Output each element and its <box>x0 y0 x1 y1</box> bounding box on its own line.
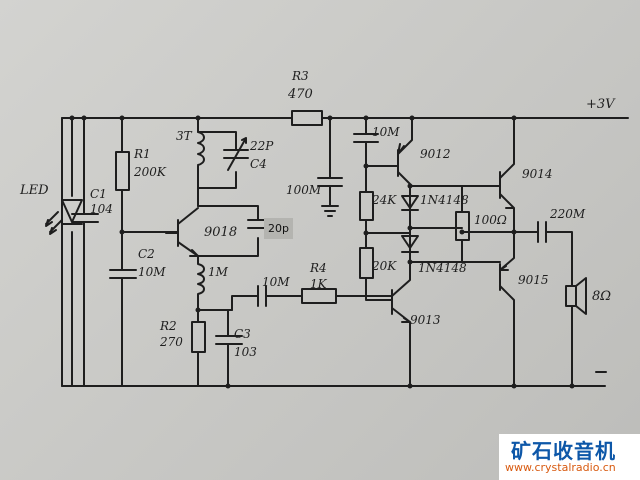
c-100m-label: 100M <box>286 183 322 197</box>
q-9018-transistor <box>165 207 199 257</box>
coupling-wire <box>231 295 393 311</box>
q-9018-label: 9018 <box>204 225 237 240</box>
junction-dots <box>69 115 575 389</box>
speaker-symbol <box>565 277 587 387</box>
watermark-url: www.crystalradio.cn <box>505 461 616 474</box>
c2-value: 10M <box>138 265 166 279</box>
q-9015-transistor <box>499 235 515 387</box>
r3-resistor <box>291 110 323 126</box>
r-20k-label: 20K <box>371 259 397 273</box>
watermark-logo: 矿石收音机 www.crystalradio.cn <box>499 434 640 480</box>
c-220m-capacitor <box>537 221 573 287</box>
c-10m-coupling <box>257 285 267 307</box>
r3-value: 470 <box>287 87 313 102</box>
c4-label: C4 <box>250 157 267 171</box>
q-9012-label: 9012 <box>420 147 451 161</box>
c4-trimmer <box>223 137 249 171</box>
c4-value: 22P <box>249 139 274 153</box>
r1-resistor <box>115 151 130 191</box>
led-symbol <box>45 199 83 235</box>
c-10m-coupling-label: 10M <box>262 275 290 289</box>
r4-label: R4 <box>309 261 327 275</box>
c2-capacitor <box>109 231 137 387</box>
coil-3t-label: 3T <box>176 129 193 143</box>
c-220m-label: 220M <box>549 207 586 221</box>
c1-capacitor <box>71 117 99 387</box>
q-9014-label: 9014 <box>522 167 553 181</box>
q-9015-label: 9015 <box>518 273 549 287</box>
d2-diode <box>401 227 419 271</box>
r2-resistor <box>191 321 206 353</box>
c1-value: 104 <box>90 202 113 216</box>
r2-value: 270 <box>159 335 183 349</box>
led-label: LED <box>19 183 49 198</box>
d1-label: 1N4148 <box>420 193 469 207</box>
q-9014-transistor <box>499 117 515 227</box>
choke-1m-label: 1M <box>208 265 229 279</box>
r-24k-resistor <box>359 191 374 221</box>
r-100-resistor <box>455 211 470 241</box>
q-9012-transistor <box>397 117 461 187</box>
vcc-label: +3V <box>586 97 616 112</box>
c2-label: C2 <box>138 247 155 261</box>
d2-label: 1N4148 <box>418 261 467 275</box>
feedback-cap-wire <box>197 205 269 257</box>
c-10m-top-label: 10M <box>372 125 400 139</box>
watermark-site-name: 矿石收音机 <box>511 439 616 463</box>
ground-label: - <box>596 365 600 380</box>
c1-label: C1 <box>90 187 107 201</box>
q-9013-transistor <box>391 269 411 387</box>
r4-resistor <box>301 288 337 304</box>
r4-value: 1K <box>310 277 328 291</box>
tank-wire <box>197 117 237 207</box>
c3-capacitor <box>215 309 243 387</box>
r-100-label: 100Ω <box>474 213 507 227</box>
capacitor-20p-tag: 20p <box>264 218 293 239</box>
r2-label: R2 <box>159 319 177 333</box>
d1-diode <box>401 185 419 229</box>
speaker-label: 8Ω <box>592 289 611 304</box>
c3-label: C3 <box>234 327 251 341</box>
r1-label: R1 <box>133 147 151 161</box>
r-24k-label: 24K <box>371 193 397 207</box>
r3-label: R3 <box>291 69 309 83</box>
coil-3t <box>197 131 205 166</box>
c-10m-top <box>353 117 379 161</box>
r1-value: 200K <box>133 165 167 179</box>
c3-value: 103 <box>234 345 257 359</box>
r-20k-resistor <box>359 247 374 279</box>
q-9013-label: 9013 <box>410 313 441 327</box>
choke-1m <box>197 255 205 311</box>
decoupling-wire <box>317 117 361 217</box>
midpoint-wire <box>461 225 539 237</box>
output-bias-wire <box>409 185 501 263</box>
